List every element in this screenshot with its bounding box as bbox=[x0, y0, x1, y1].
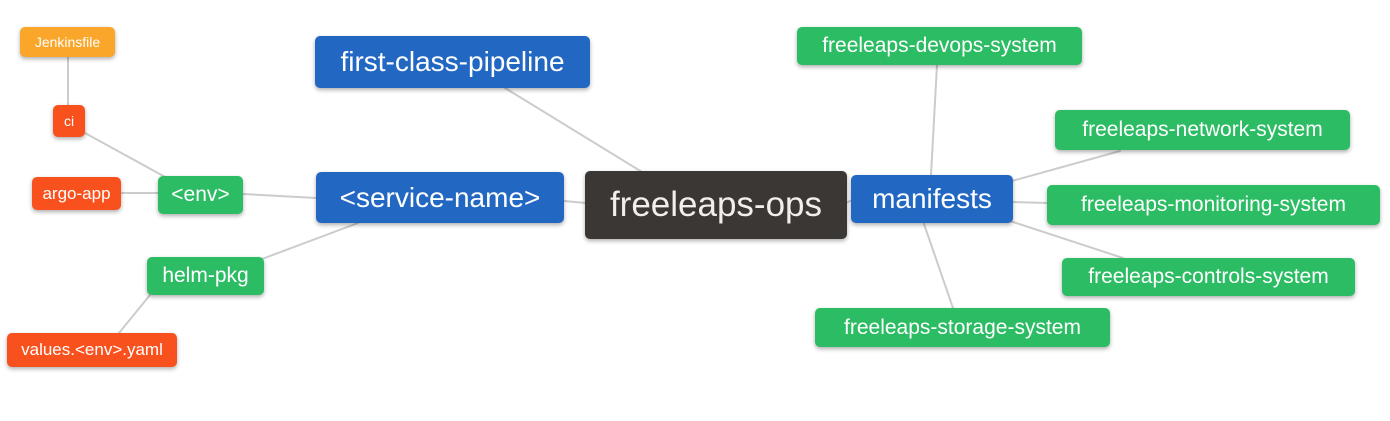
node-values-env-yaml[interactable]: values.<env>.yaml bbox=[7, 333, 177, 367]
edge-manifests-freeleaps-storage-system bbox=[923, 223, 954, 309]
node-freeleaps-network-system[interactable]: freeleaps-network-system bbox=[1055, 110, 1350, 150]
node-env[interactable]: <env> bbox=[158, 176, 243, 214]
node-freeleaps-storage-system[interactable]: freeleaps-storage-system bbox=[815, 308, 1110, 347]
edge-service-name-freeleaps-ops bbox=[563, 200, 587, 204]
node-first-class-pipeline[interactable]: first-class-pipeline bbox=[315, 36, 590, 88]
edge-values-env-yaml-helm-pkg bbox=[118, 294, 151, 334]
edge-manifests-freeleaps-network-system bbox=[1011, 150, 1121, 182]
node-freeleaps-devops-system[interactable]: freeleaps-devops-system bbox=[797, 27, 1082, 65]
edge-ci-env bbox=[84, 132, 168, 179]
node-manifests[interactable]: manifests bbox=[851, 175, 1013, 223]
node-freeleaps-ops[interactable]: freeleaps-ops bbox=[585, 171, 847, 239]
edge-first-class-pipeline-freeleaps-ops bbox=[504, 87, 643, 173]
edge-manifests-freeleaps-devops-system bbox=[930, 64, 938, 176]
node-helm-pkg[interactable]: helm-pkg bbox=[147, 257, 264, 295]
node-freeleaps-controls-system[interactable]: freeleaps-controls-system bbox=[1062, 258, 1355, 296]
node-jenkinsfile[interactable]: Jenkinsfile bbox=[20, 27, 115, 57]
node-ci[interactable]: ci bbox=[53, 105, 85, 137]
edge-manifests-freeleaps-controls-system bbox=[1009, 220, 1124, 259]
edge-manifests-freeleaps-monitoring-system bbox=[1011, 201, 1049, 204]
node-service-name[interactable]: <service-name> bbox=[316, 172, 564, 223]
node-argo-app[interactable]: argo-app bbox=[32, 177, 121, 210]
edge-env-service-name bbox=[242, 193, 317, 199]
edge-helm-pkg-service-name bbox=[261, 222, 359, 260]
node-freeleaps-monitoring-system[interactable]: freeleaps-monitoring-system bbox=[1047, 185, 1380, 225]
